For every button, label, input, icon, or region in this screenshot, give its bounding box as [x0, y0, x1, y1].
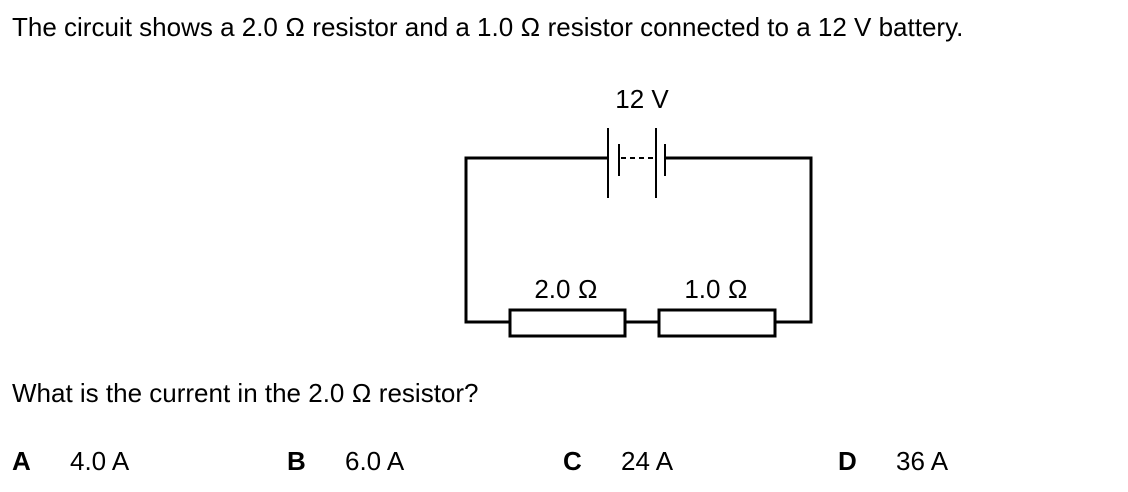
resistor-1-ohm	[657, 308, 777, 338]
option-a[interactable]: A 4.0 A	[12, 446, 129, 477]
resistor-2-ohm	[508, 308, 627, 338]
option-letter: C	[563, 446, 582, 476]
option-letter: B	[287, 446, 306, 476]
option-text: 6.0 A	[345, 446, 405, 476]
option-letter: A	[12, 446, 31, 476]
circuit-wire-top-left	[464, 156, 608, 324]
question-prompt: What is the current in the 2.0 Ω resisto…	[12, 378, 479, 408]
circuit-wire-top-right	[665, 156, 813, 324]
resistor-2-label: 1.0 Ω	[684, 274, 747, 304]
option-text: 36 A	[896, 446, 949, 476]
battery-label: 12 V	[615, 84, 669, 114]
battery	[607, 128, 666, 198]
question-stem: The circuit shows a 2.0 Ω resistor and a…	[12, 12, 964, 42]
option-letter: D	[838, 446, 857, 476]
option-text: 24 A	[621, 446, 674, 476]
resistor-1-label: 2.0 Ω	[534, 274, 597, 304]
option-c[interactable]: C 24 A	[563, 446, 673, 477]
option-b[interactable]: B 6.0 A	[287, 446, 404, 477]
option-d[interactable]: D 36 A	[838, 446, 948, 477]
option-text: 4.0 A	[70, 446, 130, 476]
